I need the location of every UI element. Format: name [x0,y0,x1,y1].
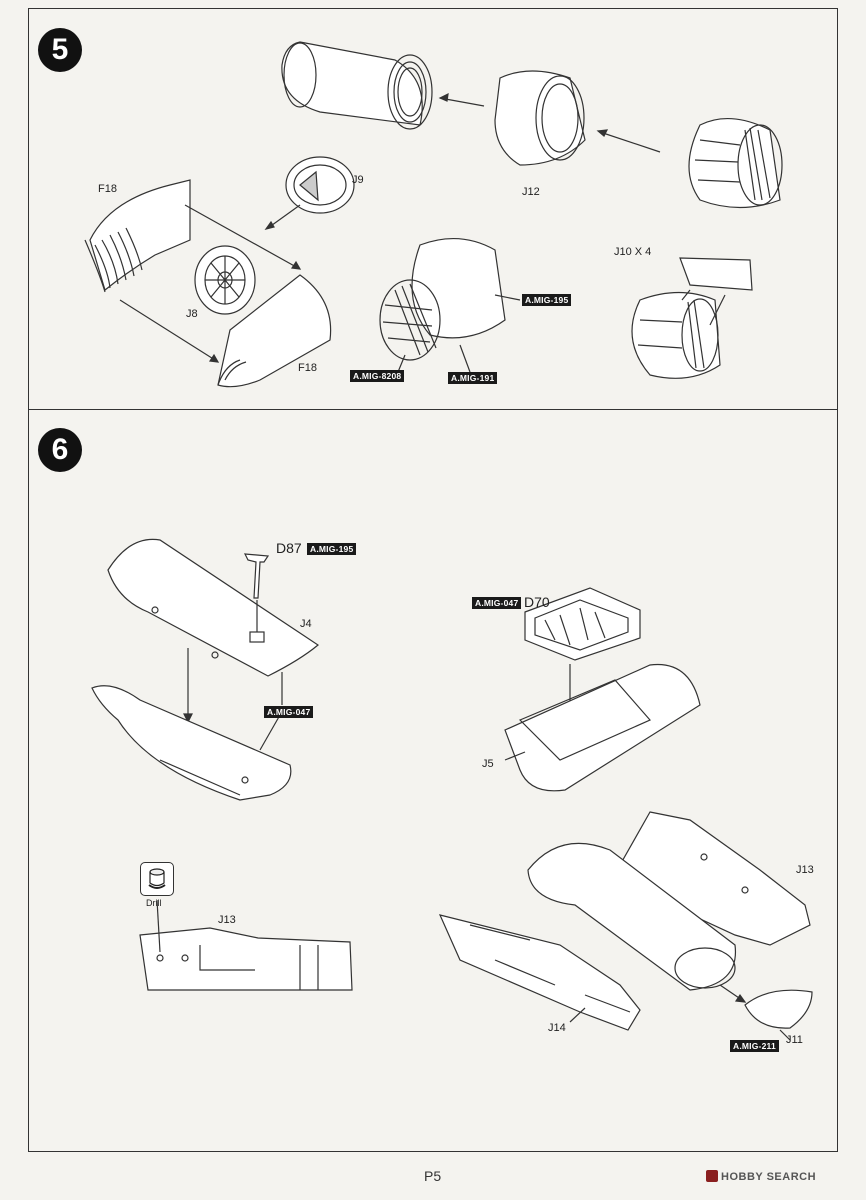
page-number: P5 [424,1168,442,1184]
paint-tag-mig195-step6: A.MIG-195 [307,543,357,555]
page-frame [28,8,838,1152]
arrow-line [599,131,661,153]
watermark-text: HOBBY SEARCH [721,1171,817,1183]
j9-cone-part [285,156,355,214]
nozzle-center-part [379,237,506,361]
part-label-j13-side: J13 [218,914,236,926]
drill-label: Drill [146,898,162,908]
j13-side-part [139,927,353,991]
arrow-line [709,294,726,326]
part-label-f18-top: F18 [98,183,117,195]
j8-fan-part [194,245,256,315]
j10-petal-part [679,257,753,291]
part-label-j14: J14 [548,1022,566,1034]
part-label-d87: D87 [276,540,302,556]
j11-fairing-part [744,989,813,1029]
leader-line [259,714,281,751]
leader-line [504,751,526,761]
arrow-line [267,204,301,229]
j12-ring-part [494,70,586,166]
paint-tag-mig8208: A.MIG-8208 [350,370,405,382]
part-label-j4: J4 [300,618,312,630]
leader-line [459,344,471,373]
j14-part [438,914,641,1031]
drill-icon [140,862,174,896]
leader-line [494,294,521,301]
j4-panel-part [107,538,320,677]
watermark: HOBBY SEARCH [706,1170,816,1183]
part-label-j10: J10 X 4 [614,246,652,258]
scoop-lower-part [91,685,292,801]
step-divider [28,409,838,410]
d70-block-part [524,587,641,661]
part-label-d70: D70 [524,594,550,610]
leader-line [397,354,406,373]
step-6-badge: 6 [38,428,82,472]
part-label-j11: J11 [786,1034,803,1046]
nozzle-assembly-part [688,117,783,209]
fuselage-tube-part [527,842,737,991]
d87-part [243,553,270,599]
step-5-badge: 5 [38,28,82,72]
arrow-line [119,299,216,361]
arrow-line [681,289,691,301]
exhaust-tube-part [281,41,433,130]
part-label-f18-bottom: F18 [298,362,317,374]
part-label-j12: J12 [522,186,540,198]
part-label-j13: J13 [796,864,814,876]
j5-panel-part [504,663,701,792]
nozzle-right-bottom-part [631,291,721,379]
paint-tag-mig195: A.MIG-195 [522,294,572,306]
paint-tag-mig047-left: A.MIG-047 [264,706,314,718]
part-label-j8: J8 [186,308,198,320]
leader-line [569,1007,586,1023]
paint-tag-mig211: A.MIG-211 [730,1040,779,1052]
leader-line [156,899,161,953]
part-label-j9: J9 [352,174,364,186]
paint-tag-mig191: A.MIG-191 [448,372,498,384]
f18-shell-bottom-part [217,274,332,388]
arrow-line [184,204,299,269]
part-label-j5: J5 [482,758,494,770]
hobby-search-logo-icon [706,1170,718,1182]
f18-shell-top-part [84,179,191,293]
leader-line [779,1029,791,1041]
paint-tag-mig047-right: A.MIG-047 [472,597,522,609]
